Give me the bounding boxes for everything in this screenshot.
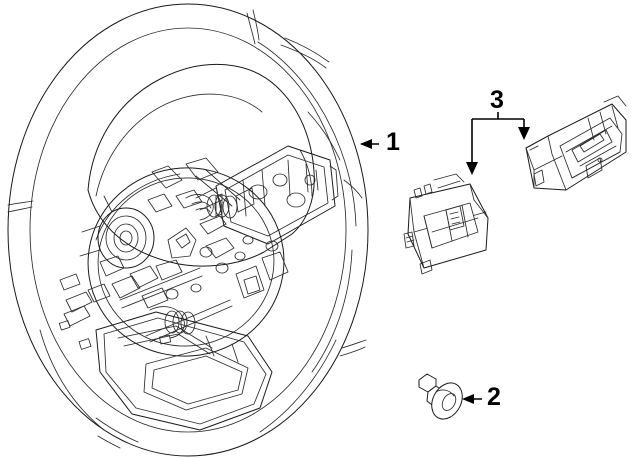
callout-3-leader-bracket [466,112,530,175]
steering-wheel-assembly[interactable] [7,3,369,457]
lower-spoke-pad [95,311,273,431]
right-steering-wheel-switch[interactable] [525,95,627,191]
mounting-screw[interactable] [418,373,468,424]
steering-wheel-outer-rim [7,3,369,457]
callout-label-2[interactable]: 2 [487,383,501,411]
callout-2-leader [462,394,482,404]
left-steering-wheel-switch[interactable] [403,173,489,275]
steering-column-boss [79,195,155,269]
rim-lower-right-inner [259,249,353,433]
callout-1-leader [360,139,379,149]
callout-label-1[interactable]: 1 [386,128,400,156]
internal-armature-detail [58,157,289,350]
hub-bezel-ring [87,167,285,357]
rim-seam-lines [7,9,367,449]
steering-wheel-inner-rim [29,27,347,433]
callout-label-3[interactable]: 3 [490,86,504,114]
rim-lower-left-inner [39,329,139,443]
rim-upper-right-face [257,37,363,227]
